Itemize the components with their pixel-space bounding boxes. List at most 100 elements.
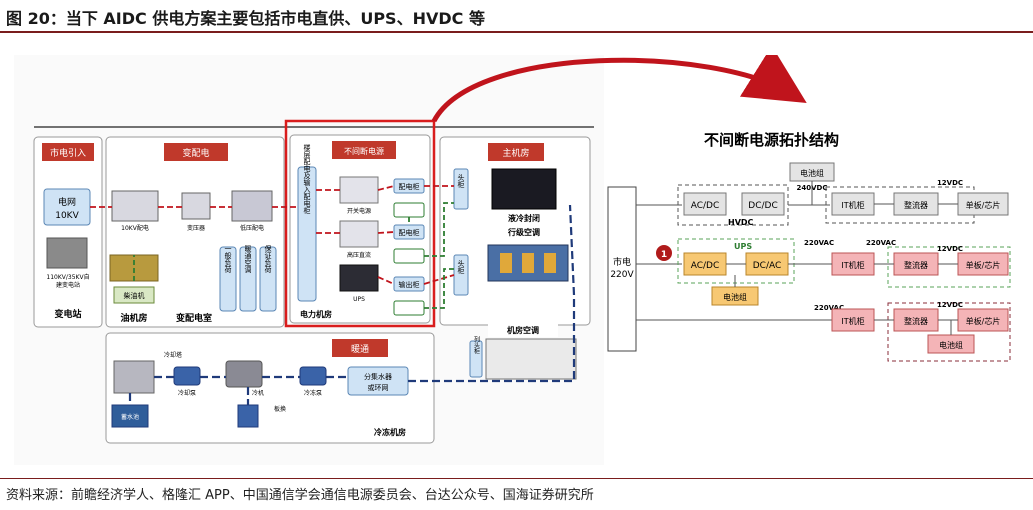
grid-10kv-label-1: 电网 — [58, 196, 76, 208]
guaranteed-load-label: 保证负荷 — [264, 244, 272, 274]
room-ac-label-bg — [488, 321, 558, 337]
substation-label: 变电站 — [54, 308, 81, 320]
hvdc-12vdc-label: 12VDC — [937, 179, 963, 187]
ups-it-label: IT机柜 — [841, 260, 864, 270]
ups-acdc-label: AC/DC — [691, 261, 720, 271]
switching-power-label: 开关电源 — [347, 207, 371, 215]
hv-dc-icon — [339, 220, 379, 248]
row-ac-unit-2 — [522, 253, 534, 273]
figure-title: 图 20：当下 AIDC 供电方案主要包括市电直供、UPS、HVDC 等 — [6, 9, 485, 28]
switchgear-10kv-icon — [111, 190, 159, 222]
hvac-load-label: 暖通空调 — [244, 245, 252, 274]
low-voltage-label: 低压配电 — [240, 224, 264, 232]
hvdc-tag: HVDC — [728, 218, 754, 227]
floor-distribution-box — [297, 166, 317, 302]
direct-220vac-label: 220VAC — [814, 304, 844, 312]
liquid-cooling-label: 液冷封闭 — [508, 213, 540, 223]
hvdc-acdc-box — [683, 192, 727, 216]
hvac-load-box — [239, 246, 257, 312]
dist-cabinet-2-label: 配电柜 — [399, 228, 420, 237]
ups-marker — [656, 245, 672, 261]
hvdc-acdc-label: AC/DC — [691, 201, 720, 211]
chilled-pump-icon — [299, 366, 327, 386]
battery-2-icon — [393, 248, 425, 264]
power-machine-room-label: 电力机房 — [300, 309, 332, 319]
plate-exchanger-label: 板换 — [274, 405, 286, 413]
switching-power-icon — [339, 176, 379, 204]
generator-label-box — [113, 286, 155, 304]
cooling-tower-label: 冷却塔 — [164, 351, 182, 359]
water-tank-label: 蓄水池 — [121, 413, 139, 421]
mains-label-2: 220V — [610, 270, 634, 280]
hv-dc-label: 高压直流 — [347, 251, 371, 259]
head-cabinet-2-label: 头柜 — [457, 259, 465, 275]
station-110kv-label-2: 建变电站 — [56, 281, 80, 289]
topology-title: 不间断电源拓扑结构 — [704, 131, 839, 149]
ups-room-highlight — [284, 119, 436, 328]
head-cabinet-3-box — [469, 340, 483, 378]
ups-group — [677, 238, 795, 284]
hvac-header — [332, 339, 388, 357]
ups-dcac-label: DC/AC — [753, 261, 782, 271]
power-room-header-text: 变配电 — [182, 147, 209, 159]
distribution-10kv-label: 10KV配电 — [121, 224, 149, 232]
hvac-header-text: 暖通 — [351, 343, 369, 355]
right-diagram: 不间断电源拓扑结构 市电 220V AC/DC DC/DC HVDC 电池组 2… — [607, 131, 1011, 362]
source-rule — [0, 478, 1033, 479]
curved-arrow — [431, 45, 807, 123]
chiller-label: 冷机 — [252, 389, 264, 397]
grid-in-header-text: 市电引入 — [50, 147, 86, 159]
row-ac-label: 行级空调 — [507, 227, 540, 237]
room-ac-icon — [485, 338, 577, 380]
plate-exchanger-icon — [237, 404, 259, 428]
manifold-label-1: 分集水器 — [364, 372, 392, 381]
source-note: 资料来源：前瞻经济学人、格隆汇 APP、中国通信学会通信电源委员会、台达公众号、… — [6, 488, 594, 503]
ups-tag: UPS — [734, 242, 752, 251]
hvdc-board-label: 单板/芯片 — [966, 200, 1001, 210]
hvdc-dcdc-box — [741, 192, 785, 216]
row-ac-unit-3 — [544, 253, 556, 273]
ups-board-label: 单板/芯片 — [966, 260, 1001, 270]
room-ac-label: 机房空调 — [507, 325, 539, 335]
direct-it-group — [887, 302, 1011, 362]
ups-room-header-text: 不间断电源 — [344, 146, 384, 156]
ups-marker-label: 1 — [661, 250, 667, 260]
head-cabinet-1-label: 头柜 — [457, 173, 465, 189]
head-cabinet-3-label: 列头柜 — [473, 335, 480, 355]
red-power-lines — [90, 185, 455, 285]
mains-box — [607, 186, 637, 352]
cold-room-label: 冷冻机房 — [374, 427, 406, 437]
substation-transformer-icon — [46, 237, 88, 269]
station-110kv-label-1: 110KV/35KV自 — [46, 273, 89, 281]
row-ac-unit-1 — [500, 253, 512, 273]
ups-icon — [339, 264, 379, 292]
cooling-pump-label: 冷却泵 — [178, 389, 196, 397]
ups-battery-label: 电池组 — [723, 292, 747, 302]
water-tank-icon — [111, 404, 149, 428]
ups-room-header — [332, 141, 396, 159]
blue-water-lines — [128, 204, 576, 405]
dist-cabinet-2-box — [393, 224, 425, 240]
ups-label: UPS — [353, 296, 365, 303]
hvdc-rectifier-label: 整流器 — [904, 200, 928, 210]
green-backup-lines — [133, 202, 454, 309]
hvdc-dcdc-label: DC/DC — [748, 201, 777, 211]
grid-in-header — [42, 143, 94, 161]
battery-1-icon — [393, 202, 425, 218]
mains-label-1: 市电 — [613, 256, 631, 268]
liquid-cooling-icon — [491, 168, 557, 210]
guaranteed-load-box — [259, 246, 277, 312]
main-room-header-text: 主机房 — [502, 147, 529, 159]
general-load-box — [219, 246, 237, 312]
chiller-icon — [225, 360, 263, 388]
manifold-label-2: 或环网 — [368, 383, 389, 392]
ups-it-group — [887, 246, 1011, 288]
output-cabinet-label: 输出柜 — [399, 280, 420, 289]
direct-rectifier-label: 整流器 — [904, 316, 928, 326]
general-load-label: 一般负荷 — [224, 245, 232, 274]
ups-rectifier-label: 整流器 — [904, 260, 928, 270]
title-rule — [0, 31, 1033, 33]
diagram-canvas: 市电引入 电网 10KV 110KV/35KV自 建变电站 变电站 变配电 10… — [14, 45, 1018, 465]
oil-room-label: 油机房 — [120, 312, 147, 324]
battery-3-icon — [393, 300, 425, 316]
